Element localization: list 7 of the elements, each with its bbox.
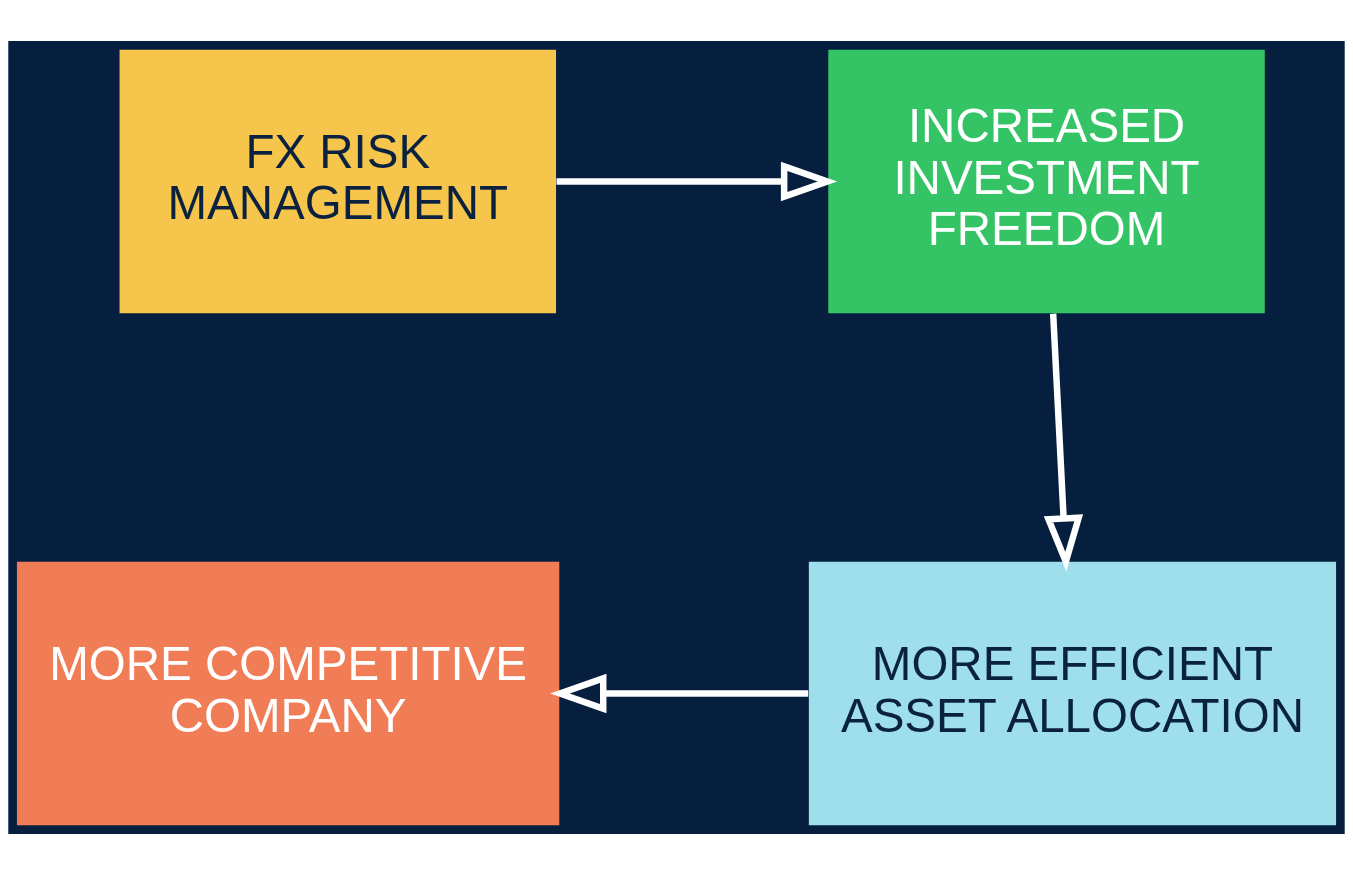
node-box: MORE EFFICIENT ASSET ALLOCATION: [808, 561, 1337, 826]
node-box: INCREASED INVESTMENT FREEDOM: [828, 49, 1265, 314]
arrow: [556, 161, 838, 202]
node-box: MORE COMPETITIVE COMPANY: [16, 561, 560, 826]
arrow: [550, 673, 809, 714]
node-box: FX RISK MANAGEMENT: [119, 49, 557, 314]
arrow: [1043, 313, 1084, 572]
